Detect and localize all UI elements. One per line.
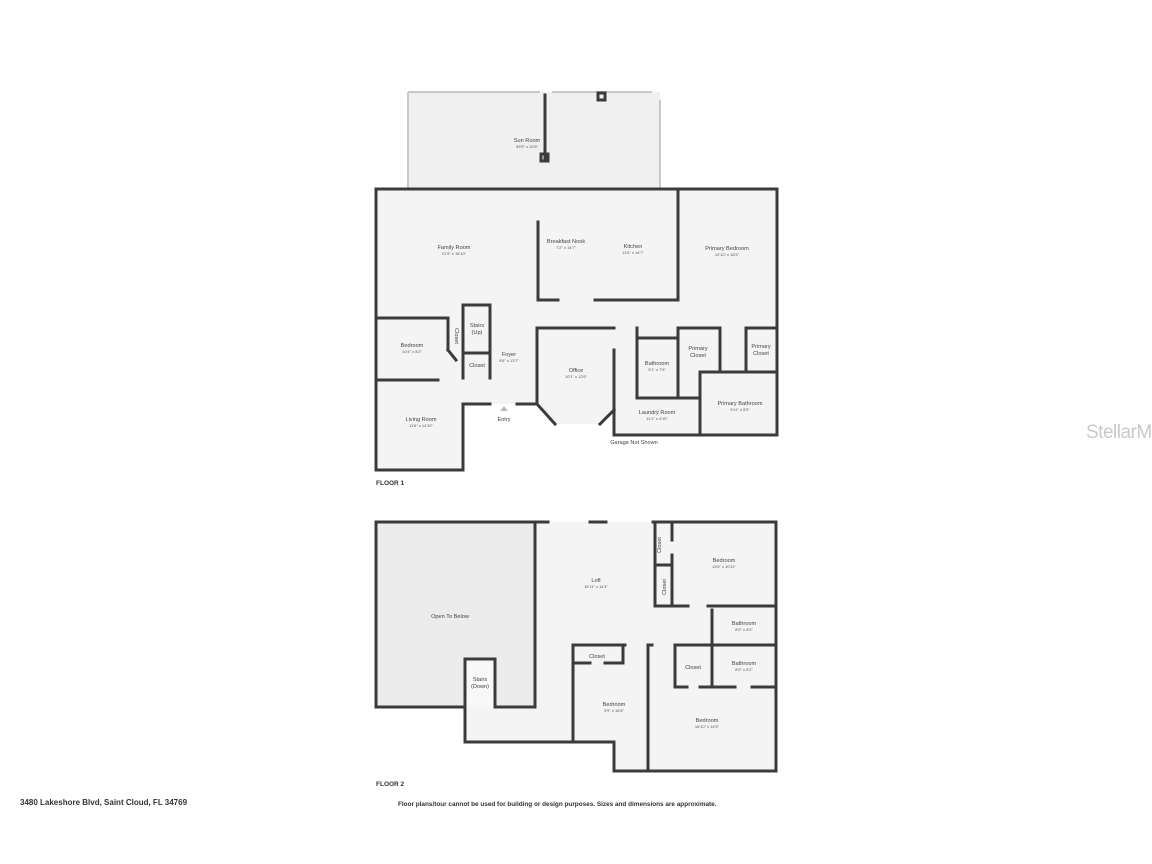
svg-text:Bedroom: Bedroom bbox=[401, 343, 424, 349]
stairs-down-label: Stairs bbox=[473, 677, 488, 683]
stairs-down bbox=[465, 659, 495, 707]
svg-text:Bedroom: Bedroom bbox=[696, 718, 719, 724]
disclaimer: Floor plans/tour cannot be used for buil… bbox=[398, 801, 717, 808]
svg-text:33'5" x 12'6": 33'5" x 12'6" bbox=[516, 144, 539, 149]
stairs-up-label: Stairs bbox=[470, 323, 485, 329]
svg-text:21'5" x 16'10": 21'5" x 16'10" bbox=[442, 251, 467, 256]
svg-text:5'1" x 7'9": 5'1" x 7'9" bbox=[648, 367, 666, 372]
svg-text:8'0" x 5'2": 8'0" x 5'2" bbox=[735, 667, 753, 672]
svg-text:9'6" x 13'7": 9'6" x 13'7" bbox=[499, 358, 519, 363]
svg-text:11'6" x 14'7": 11'6" x 14'7" bbox=[622, 250, 644, 255]
svg-text:16'10" x 14'5": 16'10" x 14'5" bbox=[695, 724, 720, 729]
primary-closet-b-label: Primary bbox=[751, 344, 770, 350]
closet-d-label: Closet bbox=[685, 665, 701, 671]
sun-room-area bbox=[408, 92, 660, 189]
primary-closet-a-sublabel: Closet bbox=[690, 353, 706, 359]
watermark-logo: StellarMLS bbox=[1086, 422, 1152, 443]
svg-text:10'4" x 8'2": 10'4" x 8'2" bbox=[402, 349, 422, 354]
svg-text:Bathroom: Bathroom bbox=[732, 661, 757, 667]
primary-closet-b-sublabel: Closet bbox=[753, 351, 769, 357]
svg-text:13'6" x 10'11": 13'6" x 10'11" bbox=[712, 564, 736, 569]
property-address: 3480 Lakeshore Blvd, Saint Cloud, FL 347… bbox=[20, 798, 188, 807]
garage-label: Garage Not Shown bbox=[610, 440, 658, 446]
svg-text:Laundry Room: Laundry Room bbox=[639, 410, 676, 416]
svg-text:Bathroom: Bathroom bbox=[732, 621, 757, 627]
primary-closet-a-label: Primary bbox=[688, 346, 707, 352]
closet-label: Closet bbox=[469, 363, 485, 369]
svg-text:8'0" x 5'0": 8'0" x 5'0" bbox=[735, 627, 753, 632]
closet-b-label: Closet bbox=[662, 579, 668, 595]
closet-c-label: Closet bbox=[589, 654, 605, 660]
svg-text:15'11" x 14'4": 15'11" x 14'4" bbox=[584, 584, 608, 589]
svg-text:Bathroom: Bathroom bbox=[645, 361, 670, 367]
svg-text:Bedroom: Bedroom bbox=[713, 558, 736, 564]
floor-1-label: FLOOR 1 bbox=[376, 480, 405, 487]
svg-text:9'9" x 16'5": 9'9" x 16'5" bbox=[604, 708, 624, 713]
floor-2-walls bbox=[374, 520, 778, 773]
svg-text:Bedroom: Bedroom bbox=[603, 702, 626, 708]
svg-text:9'11" x 8'3": 9'11" x 8'3" bbox=[730, 407, 750, 412]
svg-text:Office: Office bbox=[569, 368, 584, 374]
closet-label-vertical: Closet bbox=[453, 328, 459, 344]
closet-a-label: Closet bbox=[657, 537, 663, 553]
svg-text:11'6" x 14'10": 11'6" x 14'10" bbox=[409, 423, 433, 428]
svg-text:Loft: Loft bbox=[591, 578, 601, 584]
floor-1-walls bbox=[374, 91, 779, 472]
stairs-down-sublabel: (Down) bbox=[471, 684, 489, 690]
svg-text:7'2" x 14'7": 7'2" x 14'7" bbox=[556, 245, 576, 250]
svg-text:Living Room: Living Room bbox=[405, 417, 436, 423]
svg-text:Open To Below: Open To Below bbox=[431, 614, 470, 620]
svg-text:Primary Bathroom: Primary Bathroom bbox=[717, 401, 762, 407]
stairs-up-sublabel: (Up) bbox=[472, 330, 483, 336]
svg-text:12'10" x 18'3": 12'10" x 18'3" bbox=[715, 252, 740, 257]
svg-text:10'1" x 12'6": 10'1" x 12'6" bbox=[565, 374, 588, 379]
svg-text:Primary Bedroom: Primary Bedroom bbox=[705, 246, 749, 252]
entry-arrow-icon bbox=[500, 406, 508, 411]
svg-text:Kitchen: Kitchen bbox=[624, 244, 643, 250]
svg-text:Sun Room: Sun Room bbox=[514, 138, 541, 144]
open-to-below-area bbox=[376, 522, 535, 707]
floor-2-label: FLOOR 2 bbox=[376, 781, 405, 788]
entry-label: Entry bbox=[497, 417, 510, 423]
svg-text:Foyer: Foyer bbox=[502, 352, 516, 358]
svg-text:11'1" x 4'10": 11'1" x 4'10" bbox=[646, 416, 668, 421]
svg-text:Family Room: Family Room bbox=[438, 245, 471, 251]
svg-text:Breakfast Nook: Breakfast Nook bbox=[547, 239, 585, 245]
room-open-to-below: Open To Below bbox=[431, 614, 470, 620]
